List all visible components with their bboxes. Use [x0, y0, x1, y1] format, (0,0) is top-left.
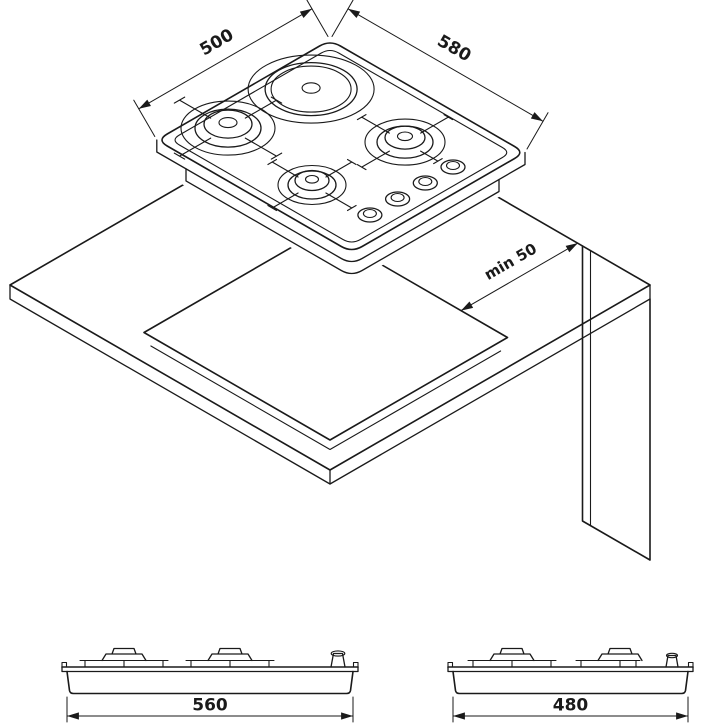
burner-cap	[203, 109, 253, 139]
dimension-cutout-width: 560	[66, 696, 354, 723]
hob-rim-profile	[447, 666, 694, 673]
cabinet-side-panel	[581, 245, 651, 561]
burner-profile-right	[207, 647, 253, 662]
knob-profile-top	[330, 650, 346, 657]
burner-profile-front	[597, 647, 643, 662]
rim-end-lips	[61, 661, 359, 668]
knob	[412, 175, 438, 191]
burner-center	[218, 117, 238, 129]
knob-top	[390, 192, 405, 203]
knob-profile	[330, 652, 346, 668]
extension-lines	[133, 0, 329, 137]
isometric-installation-view: 500 580 min 50	[9, 0, 651, 561]
hob	[156, 39, 526, 283]
dimension-label-cutout-width: 560	[192, 696, 228, 716]
worktop-cutout-outline	[143, 229, 509, 441]
dimension-line	[460, 242, 579, 312]
extension-lines	[331, 0, 549, 150]
pan-support-bars	[267, 158, 357, 212]
trivet-bars	[467, 659, 641, 668]
burner-skirt	[194, 108, 262, 148]
burner-profile-left	[101, 647, 147, 662]
hob-tub-profile	[452, 670, 689, 695]
burner-center	[396, 131, 414, 142]
burner-zone-ring	[277, 164, 347, 206]
knob-profile-top	[665, 652, 679, 659]
burner-front	[267, 158, 357, 212]
hob-outer-rim	[161, 42, 521, 251]
burner-center	[304, 174, 320, 184]
hob-tub-profile	[66, 670, 354, 695]
dimension-label-min-clearance: min 50	[481, 239, 540, 283]
knob	[357, 207, 383, 223]
hob-inner-rim	[174, 49, 508, 243]
burner-cap	[294, 169, 330, 192]
knob	[440, 159, 466, 175]
knob-top	[418, 176, 433, 187]
countertop-thickness-edge	[9, 284, 651, 485]
hob-skirt-lower	[185, 168, 500, 275]
dimension-line	[138, 8, 313, 110]
hob-rim-profile	[61, 666, 359, 673]
dimension-min-clearance: min 50	[460, 239, 579, 312]
rim-end-lips	[447, 661, 694, 668]
dimension-label-cutout-depth: 480	[553, 696, 589, 716]
front-elevation-view: 560	[61, 647, 359, 723]
dimension-cutout-depth: 480	[452, 696, 689, 723]
burner-profile-back	[489, 647, 535, 662]
trivet-bars	[79, 659, 275, 668]
hob-skirt	[156, 139, 526, 263]
burner-cap	[384, 125, 426, 150]
knob-top	[362, 208, 377, 219]
knob-top	[445, 160, 461, 171]
side-elevation-view: 480	[447, 647, 694, 723]
control-knobs	[357, 159, 466, 223]
dimension-label-hob-width: 580	[434, 31, 475, 66]
knob-profile	[665, 654, 679, 668]
cutout-inner-wall	[150, 345, 502, 451]
knob	[384, 191, 411, 207]
dimension-line	[347, 8, 544, 122]
